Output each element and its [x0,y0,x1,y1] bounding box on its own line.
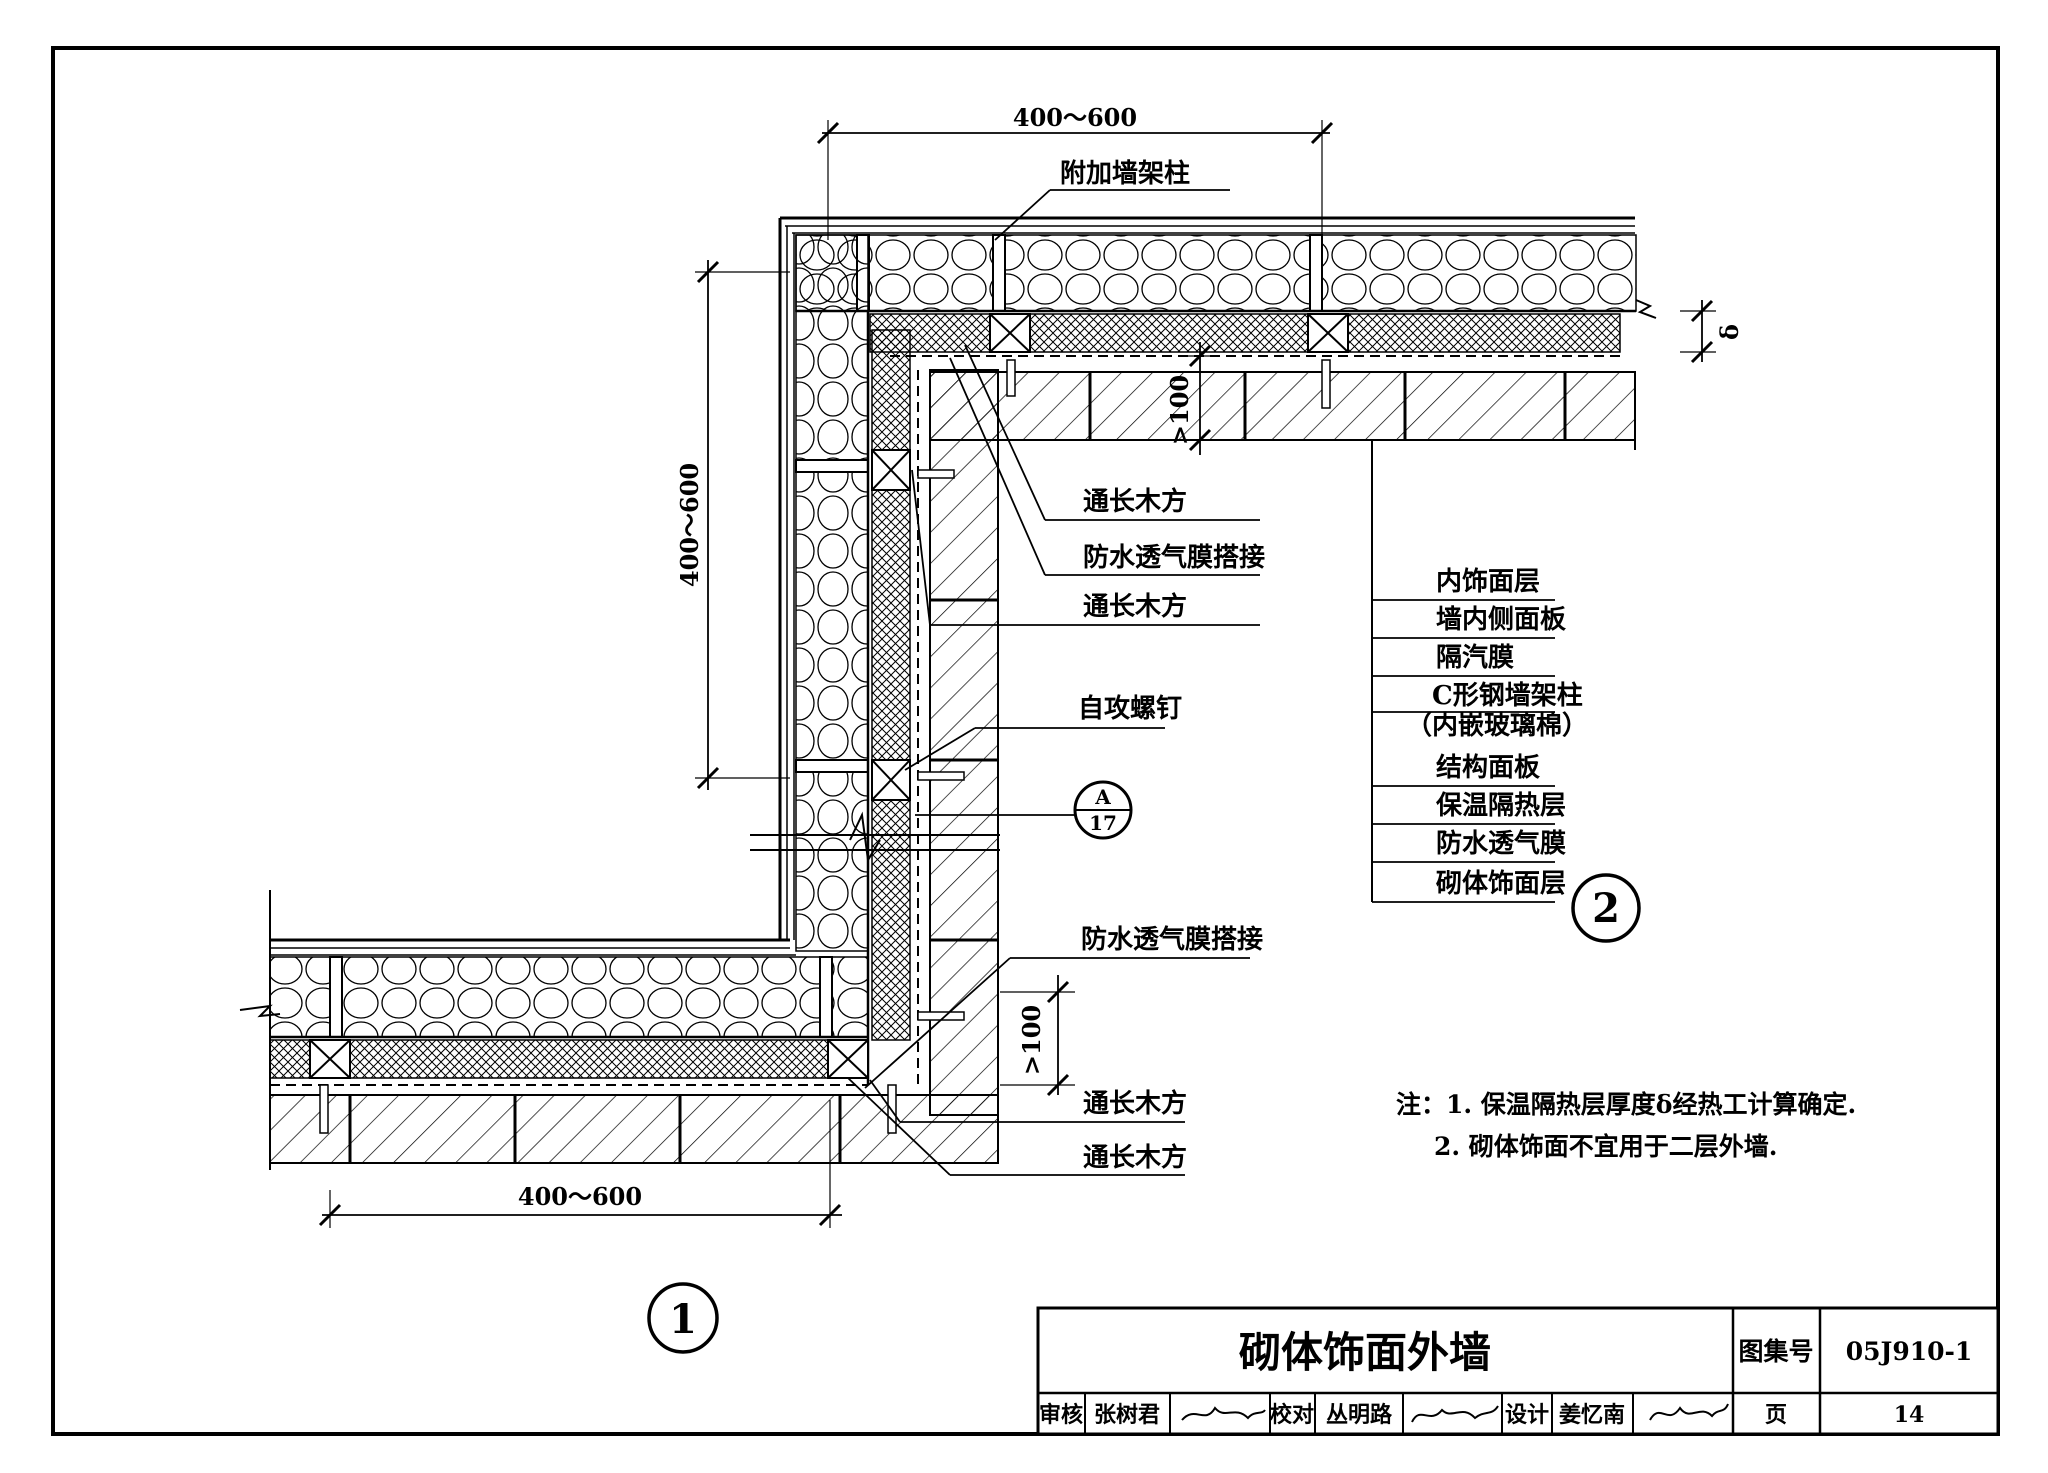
layer-item: 砌体饰面层 [1436,869,1566,899]
dimension-left-vertical: 400～600 [675,260,790,790]
detail-ref-page: 17 [1089,811,1117,835]
sheet-border [51,46,2000,1436]
layer-item: 墙内侧面板 [1436,605,1566,635]
atlas-label: 图集号 [1738,1337,1813,1366]
reviewer-name: 张树君 [1094,1402,1160,1428]
layer-list: 内饰面层 墙内侧面板 隔汽膜 C形钢墙架柱 （内嵌玻璃棉） 结构面板 保温隔热层… [1371,440,1588,903]
layer-item: C形钢墙架柱 [1432,681,1583,711]
layer-item: 保温隔热层 [1435,791,1566,821]
layer-item: 隔汽膜 [1436,643,1514,673]
detail-mark-2-number: 2 [1592,885,1620,932]
callout-timber-2: 通长木方 [911,469,1260,626]
design-label: 设计 [1505,1402,1549,1428]
layer-item: 防水透气膜 [1436,828,1566,859]
callout-timber-4: 通长木方 [847,1077,1187,1176]
layer-item: 结构面板 [1436,753,1540,783]
note-line: 注：1. 保温隔热层厚度δ经热工计算确定. [1396,1090,1856,1119]
dimension-right-100-label: >100 [1165,375,1194,445]
dimension-bottom-100-label: >100 [1017,1005,1046,1075]
detail-mark-1: 1 [647,1282,719,1354]
dimension-bottom-label: 400～600 [518,1182,642,1211]
label-timber-1: 通长木方 [1083,486,1187,517]
designer-name: 姜忆南 [1559,1402,1625,1428]
note-line: 2. 砌体饰面不宜用于二层外墙. [1434,1132,1778,1161]
detail-mark-2: 2 [1571,873,1641,943]
checker-name: 丛明路 [1326,1402,1393,1428]
detail-mark-1-number: 1 [669,1296,697,1343]
page-number: 14 [1894,1402,1925,1428]
page-label: 页 [1765,1402,1787,1428]
label-screw: 自攻螺钉 [1078,693,1182,724]
checker-signature [1411,1405,1499,1423]
callout-timber-1: 通长木方 [964,344,1260,521]
check-label: 校对 [1270,1402,1314,1428]
callout-membrane-overlap-1: 防水透气膜搭接 [949,357,1265,576]
label-timber-3: 通长木方 [1083,1088,1187,1119]
layer-item: （内嵌玻璃棉） [1406,710,1588,741]
label-membrane-overlap-2: 防水透气膜搭接 [1081,924,1263,955]
dimension-delta-label: δ [1715,324,1744,340]
dimension-delta: δ [1680,299,1744,364]
notes: 注：1. 保温隔热层厚度δ经热工计算确定. 2. 砌体饰面不宜用于二层外墙. [1396,1090,1856,1161]
callout-screw: 自攻螺钉 [904,693,1182,771]
detail-ref-a17: A 17 [915,780,1133,840]
label-timber-2: 通长木方 [1083,591,1187,622]
designer-signature [1649,1403,1729,1421]
callout-membrane-overlap-2: 防水透气膜搭接 [864,924,1263,1089]
dimension-top: 400～600 [816,103,1334,240]
label-additional-stud: 附加墙架柱 [1060,159,1190,189]
review-label: 审核 [1039,1402,1083,1428]
vertical-wall [750,218,1000,1116]
dimension-top-label: 400～600 [1013,103,1137,132]
label-membrane-overlap-1: 防水透气膜搭接 [1083,542,1265,573]
top-wall [780,216,1657,450]
dimension-left-label: 400～600 [675,463,704,587]
callout-additional-stud: 附加墙架柱 [994,159,1230,241]
layer-item: 内饰面层 [1436,567,1540,597]
reviewer-signature [1181,1406,1266,1421]
callout-timber-3: 通长木方 [869,1079,1187,1123]
detail-ref-letter: A [1094,785,1111,809]
atlas-number: 05J910-1 [1846,1337,1973,1366]
dimension-right-100: >100 [1165,342,1215,455]
dimension-bottom-100: >100 [1000,975,1075,1097]
title-block: 砌体饰面外墙 图集号 05J910-1 审核 张树君 校对 丛明路 设计 姜忆南… [1036,1306,2000,1436]
label-timber-4: 通长木方 [1083,1142,1187,1173]
drawing-title: 砌体饰面外墙 [1239,1328,1491,1377]
dimension-bottom: 400～600 [318,1100,842,1228]
